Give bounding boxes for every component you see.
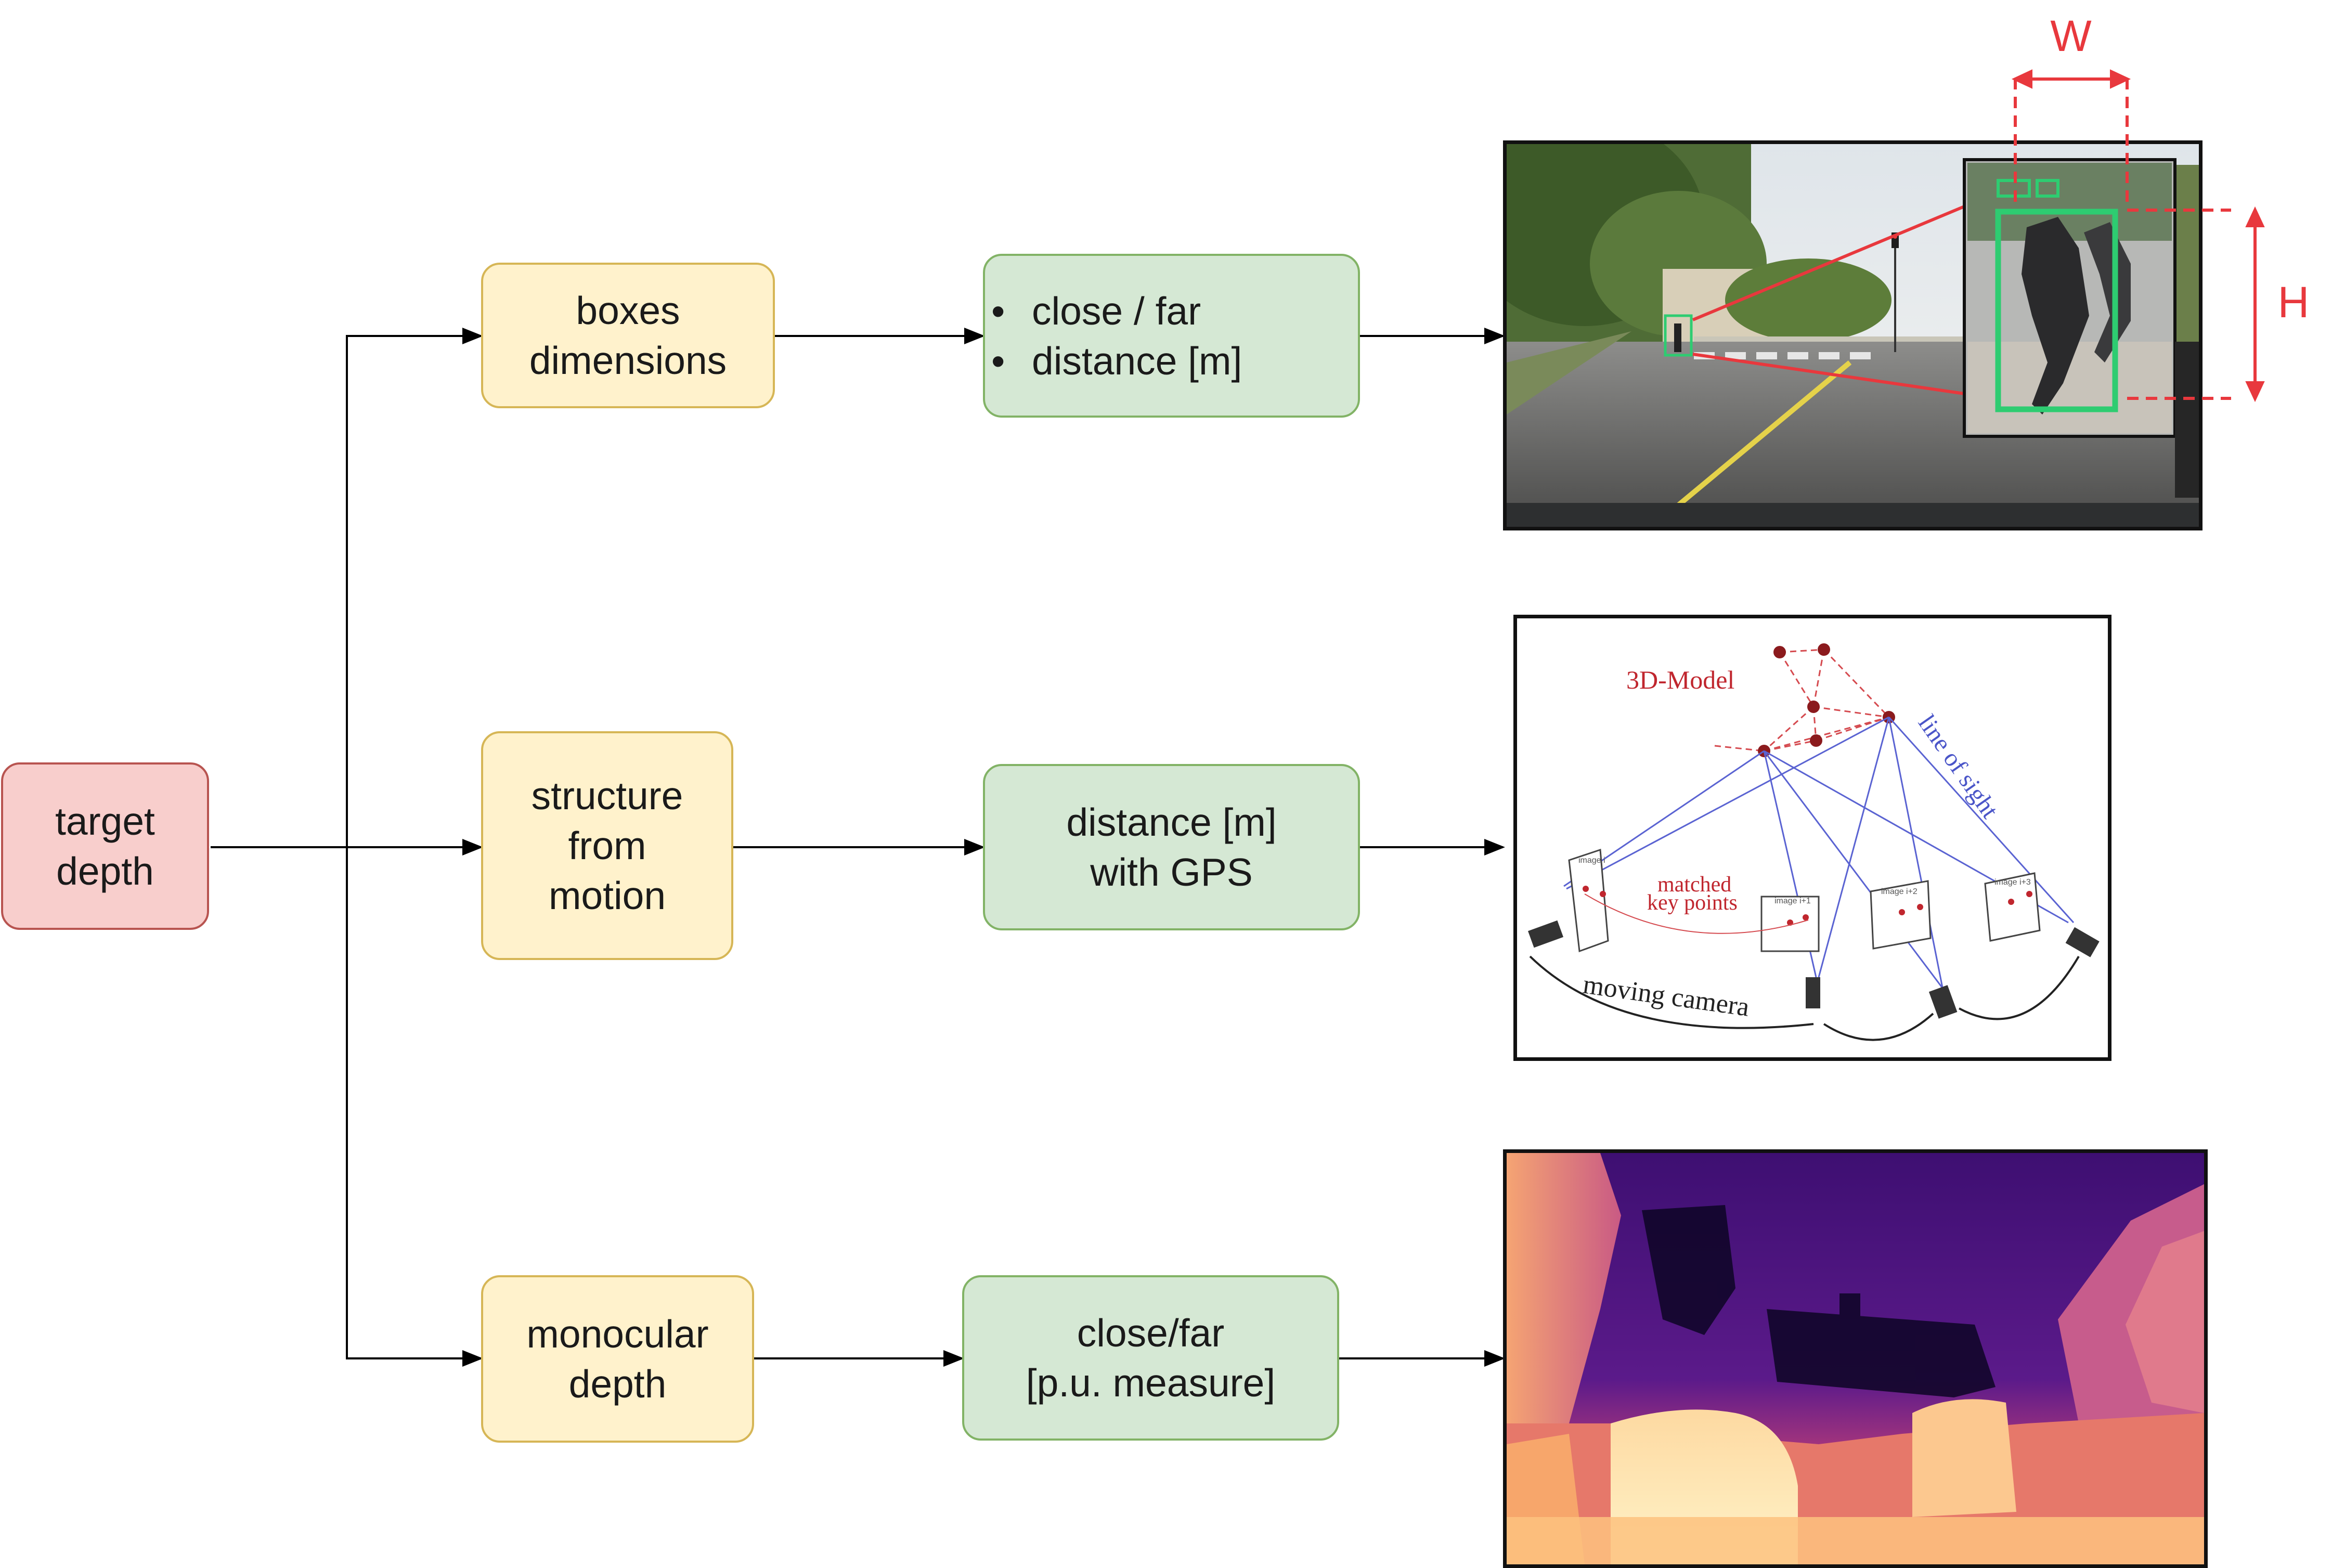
node-boxes-dimensions-line-1: boxes	[576, 289, 680, 332]
key-points	[1583, 886, 2032, 926]
key-points-label: key points	[1647, 891, 1738, 915]
edge-target-to-boxes	[346, 328, 483, 847]
cameras	[1527, 920, 2100, 1019]
model-points	[1758, 643, 1895, 757]
left-near-region	[1507, 1153, 1621, 1444]
model-edges	[1714, 649, 1890, 752]
height-label: H	[2278, 278, 2310, 327]
node-structure-from-motion-line-3: motion	[548, 874, 666, 917]
node-structure-from-motion-line-1: structure	[531, 774, 683, 818]
car-hood	[1507, 503, 2199, 527]
node-monocular-depth-line-2: depth	[568, 1362, 667, 1406]
width-label: W	[2050, 11, 2091, 60]
sight-lines	[1563, 716, 2075, 993]
depth-map-image	[1503, 1149, 2208, 1568]
sfm-illustration: 3D-Model line of sight matched key point…	[1513, 615, 2111, 1061]
node-output-mono-line-1: close/far	[1077, 1311, 1225, 1355]
far-dark-region	[1642, 1205, 1996, 1397]
pedestrian-zoomed	[2022, 217, 2089, 414]
edge-target-to-monocular	[346, 847, 483, 1367]
node-output-sfm-line-2: with GPS	[1090, 850, 1253, 894]
image-label-4: image i+3	[1994, 878, 2031, 887]
image-label-2: image i+1	[1774, 897, 1811, 905]
node-output-sfm-line-1: distance [m]	[1066, 800, 1277, 844]
node-target-depth-line-2: depth	[56, 849, 154, 893]
camera-path	[1529, 955, 2080, 1041]
node-output-boxes: close / far distance [m]	[983, 254, 1360, 418]
node-boxes-dimensions: boxes dimensions	[481, 263, 775, 408]
matched-label: matched	[1657, 873, 1731, 897]
node-monocular-depth: monocular depth	[481, 1275, 754, 1443]
line-of-sight-label: line of sight	[1913, 710, 2004, 824]
model-label: 3D-Model	[1626, 665, 1734, 694]
node-output-mono-line-2: [p.u. measure]	[1026, 1361, 1276, 1405]
node-output-boxes-item-1: close / far	[991, 286, 1201, 336]
sfm-drawing: 3D-Model line of sight matched key point…	[1527, 643, 2100, 1041]
node-monocular-depth-line-1: monocular	[526, 1312, 709, 1356]
moving-camera-label: moving camera	[1581, 969, 1751, 1022]
node-target-depth: target depth	[1, 762, 209, 930]
pedestrian-box-small	[1664, 314, 1693, 357]
node-structure-from-motion: structure from motion	[481, 731, 733, 960]
node-boxes-dimensions-line-2: dimensions	[529, 339, 727, 382]
node-target-depth-line-1: target	[55, 799, 155, 843]
near-object-2	[1912, 1399, 2016, 1517]
node-output-mono: close/far [p.u. measure]	[962, 1275, 1339, 1441]
node-output-boxes-item-2: distance [m]	[991, 336, 1242, 386]
node-structure-from-motion-line-2: from	[568, 824, 646, 867]
depth-map-drawing	[1507, 1153, 2204, 1564]
pedestrian-box-zoomed	[1995, 209, 2118, 412]
street-scene-image	[1503, 140, 2203, 530]
image-label-1: image i	[1578, 856, 1605, 865]
street-scene-drawing	[1507, 144, 2199, 527]
node-output-sfm: distance [m] with GPS	[983, 764, 1360, 930]
image-label-3: image i+2	[1881, 887, 1918, 896]
